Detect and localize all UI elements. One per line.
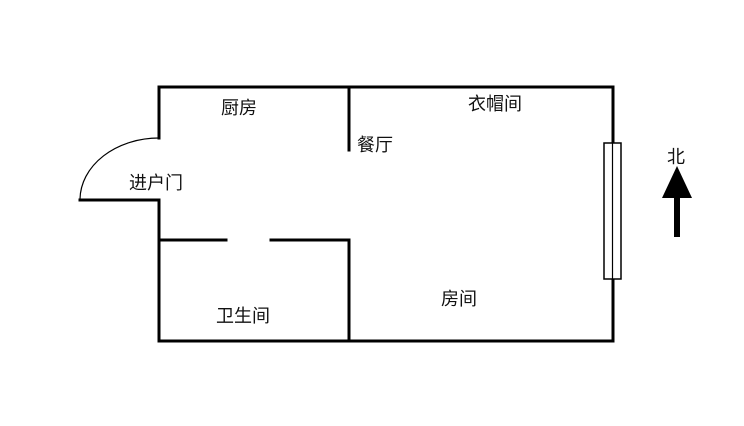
- door-swing-arc: [79, 137, 160, 200]
- room-label-dining: 餐厅: [357, 135, 393, 156]
- north-label: 北: [667, 147, 685, 168]
- window: [603, 142, 622, 280]
- entrance-door: [78, 137, 161, 202]
- interior-walls: [157, 85, 351, 343]
- north-arrow-icon: [662, 166, 692, 237]
- room-label-bathroom: 卫生间: [216, 306, 270, 327]
- room-label-cloakroom: 衣帽间: [468, 94, 522, 115]
- outer-walls: [157, 85, 615, 343]
- room-label-entrance: 进户门: [129, 173, 183, 194]
- room-label-kitchen: 厨房: [221, 98, 257, 119]
- room-label-bedroom: 房间: [441, 289, 477, 310]
